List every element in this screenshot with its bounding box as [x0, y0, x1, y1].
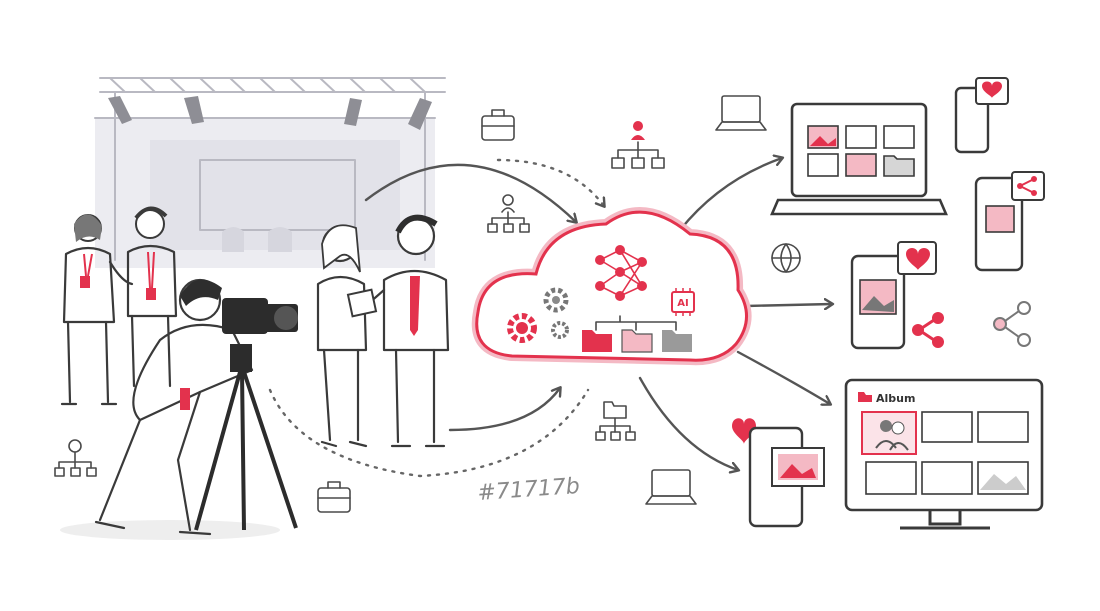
briefcase-icon: [317, 481, 351, 513]
album-monitor: Album: [844, 378, 1044, 530]
event-stage: [94, 77, 446, 268]
attendee-woman: [60, 214, 134, 406]
neural-network-icon: [595, 245, 647, 301]
org-chart-icon: [54, 439, 97, 477]
phone-photo: [850, 241, 937, 350]
org-chart-icon: [487, 194, 530, 233]
ai-chip-icon: AI: [671, 288, 695, 316]
photographer: [60, 278, 298, 540]
laptop-icon: [715, 95, 767, 131]
globe-icon: [771, 243, 801, 273]
folder-icon: [582, 315, 692, 353]
phone-gallery: [748, 426, 825, 528]
camera-icon: [222, 298, 298, 334]
org-chart-icon: [611, 121, 665, 169]
album-title: Album: [876, 392, 915, 405]
heart-icon: [732, 418, 756, 444]
laptop-icon: [645, 469, 697, 505]
phone-share-icon: [974, 171, 1045, 272]
share-icon: [993, 301, 1031, 347]
tripod: [194, 344, 298, 531]
ai-badge-label: AI: [677, 298, 688, 309]
ai-cloud: AI: [471, 207, 752, 366]
briefcase-icon: [481, 109, 515, 141]
overlay-text: #71717b: [477, 474, 581, 506]
gear-icon: [507, 287, 569, 343]
client-man: [346, 214, 450, 448]
flow-arrows: [268, 158, 832, 478]
spotlight-icon: [108, 96, 432, 130]
attendee-man: [126, 206, 178, 388]
client-woman: [316, 224, 374, 448]
laptop-gallery: [770, 102, 948, 216]
folder-tree-icon: [595, 401, 636, 441]
phone-heart-icon: [954, 77, 1009, 154]
share-icon: [912, 312, 944, 348]
